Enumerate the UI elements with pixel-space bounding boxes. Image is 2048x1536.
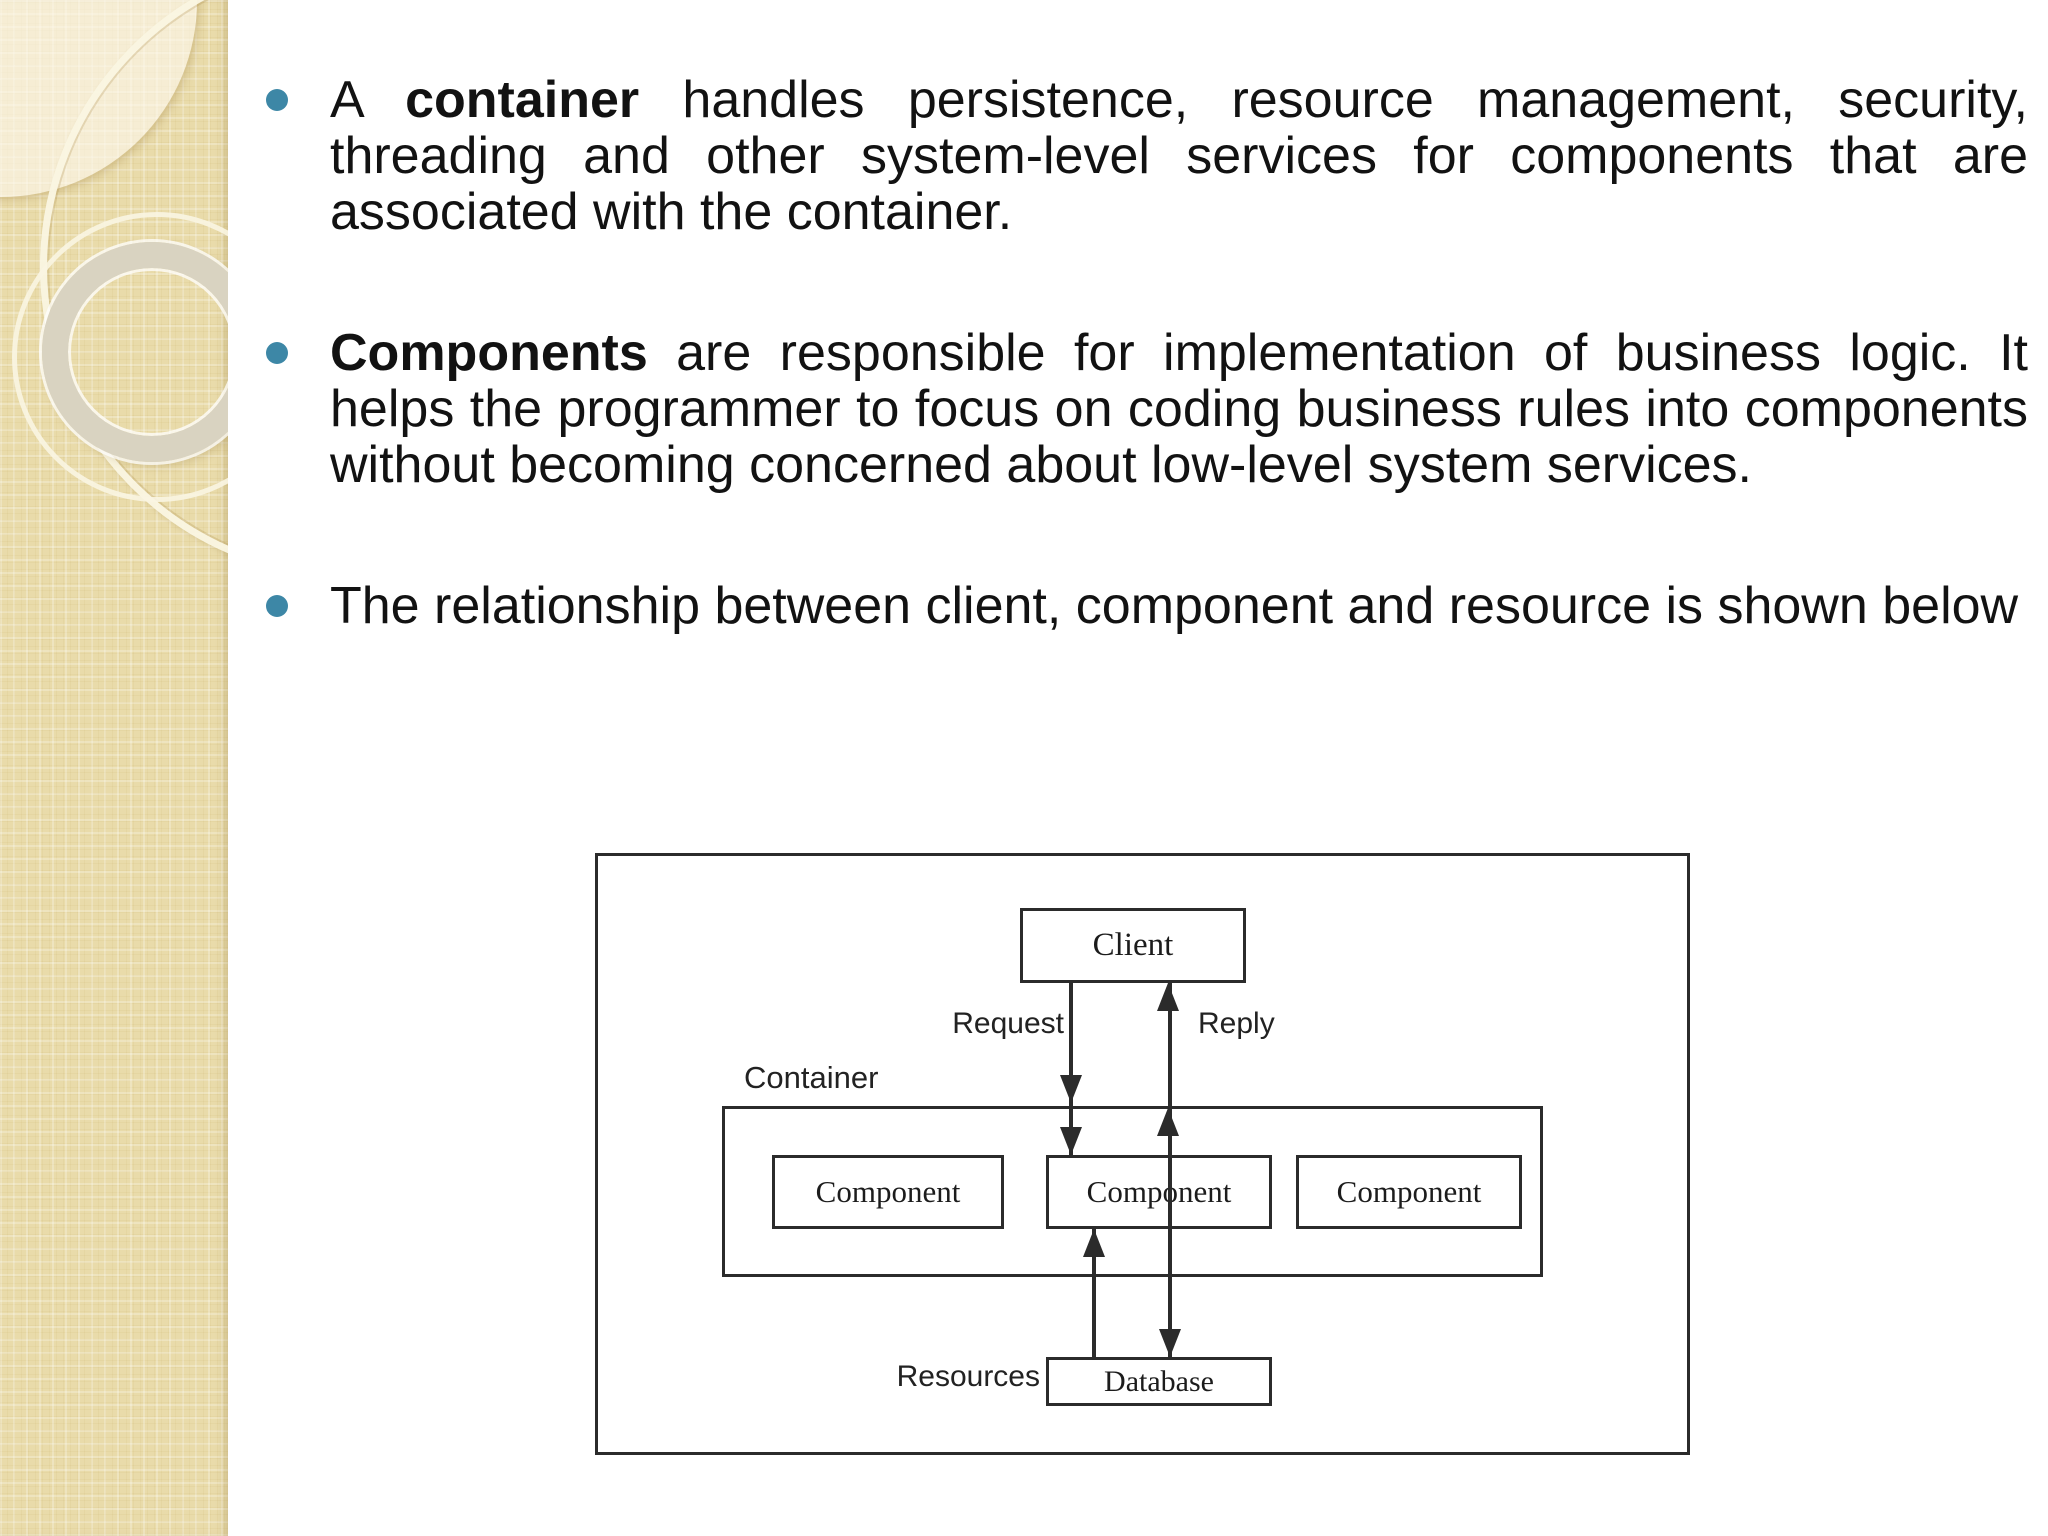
bullet-item-relationship: The relationship between client, compone…: [266, 577, 2028, 635]
bullet-item-components: Components are responsible for implement…: [266, 324, 2028, 494]
resources-label: Resources: [896, 1360, 1040, 1393]
reply-arrowhead-icon: [1157, 983, 1179, 1011]
bullet-item-container: A container handles persistence, resourc…: [266, 71, 2028, 241]
component-box-label: Component: [1336, 1174, 1482, 1209]
bullet-dot: [266, 89, 288, 111]
bullet-dot: [266, 342, 288, 364]
database-box: Database: [1046, 1357, 1272, 1406]
bullet-dot: [266, 595, 288, 617]
request-arrow-line: [1069, 983, 1073, 1155]
reply-arrow-line: [1168, 983, 1172, 1357]
client-box-label: Client: [1092, 927, 1174, 963]
reply-arrowhead-icon: [1157, 1108, 1179, 1136]
bullet-list: A container handles persistence, resourc…: [266, 71, 2028, 635]
decorative-sidebar: [0, 0, 228, 1536]
bullet-text-pre: A: [330, 71, 406, 129]
component-box-label: Component: [1086, 1174, 1232, 1209]
component-to-database-arrowhead-icon: [1159, 1329, 1181, 1357]
bullet-text-bold: container: [405, 71, 640, 129]
component-box-3: Component: [1296, 1155, 1522, 1229]
container-label: Container: [744, 1060, 879, 1095]
relationship-diagram: Client Request Reply Container Component…: [595, 853, 1690, 1455]
bullet-text-post: are responsible for implementation of bu…: [330, 324, 2028, 494]
request-arrowhead-icon: [1060, 1075, 1082, 1103]
database-to-component-line: [1092, 1229, 1096, 1357]
request-arrowhead-icon: [1060, 1127, 1082, 1155]
component-box-label: Component: [815, 1174, 961, 1209]
component-box-1: Component: [772, 1155, 1004, 1229]
slide-body-text: A container handles persistence, resourc…: [266, 71, 2028, 635]
client-box: Client: [1020, 908, 1246, 983]
request-label: Request: [952, 1007, 1064, 1040]
bullet-text-post: The relationship between client, compone…: [330, 577, 2019, 635]
reply-label: Reply: [1198, 1007, 1275, 1040]
database-up-arrowhead-icon: [1083, 1229, 1105, 1257]
database-box-label: Database: [1104, 1364, 1214, 1398]
container-box: [722, 1106, 1543, 1277]
component-box-2: Component: [1046, 1155, 1272, 1229]
bullet-text-bold: Components: [330, 324, 648, 382]
bullet-text-post: handles persistence, resource management…: [330, 71, 2028, 241]
